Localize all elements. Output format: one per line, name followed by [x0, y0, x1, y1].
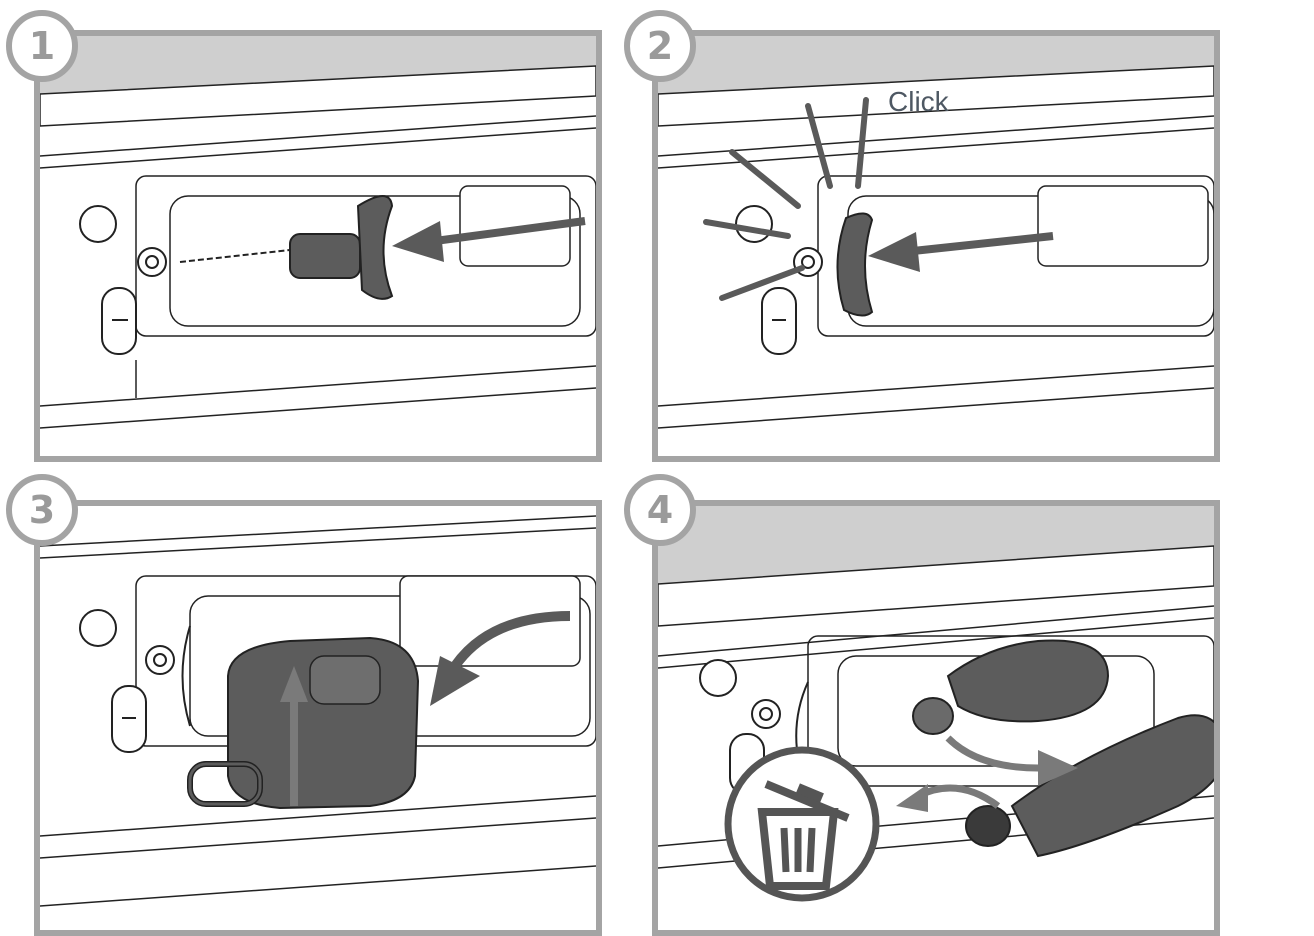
- co2-valve-knob: [837, 213, 872, 315]
- step-3-panel: [34, 500, 602, 936]
- step-3-number: 3: [29, 491, 55, 529]
- arrow-left-icon: [868, 232, 1053, 272]
- protective-cap: [190, 638, 418, 808]
- co2-cartridge-icon: [913, 640, 1108, 734]
- step-4-panel: [652, 500, 1220, 936]
- step-2-badge: 2: [624, 10, 696, 82]
- step-4-illustration: [658, 506, 1214, 930]
- step-4-badge: 4: [624, 474, 696, 546]
- trash-can-icon: [728, 750, 876, 898]
- step-3-illustration: [40, 506, 596, 930]
- click-sound-label: Click: [888, 86, 949, 118]
- step-2-number: 2: [647, 27, 673, 65]
- step-1-badge: 1: [6, 10, 78, 82]
- step-1-number: 1: [29, 27, 55, 65]
- step-1-illustration: [40, 36, 596, 456]
- step-1-panel: [34, 30, 602, 462]
- co2-valve-knob: [290, 196, 392, 299]
- step-3-badge: 3: [6, 474, 78, 546]
- step-4-number: 4: [647, 491, 673, 529]
